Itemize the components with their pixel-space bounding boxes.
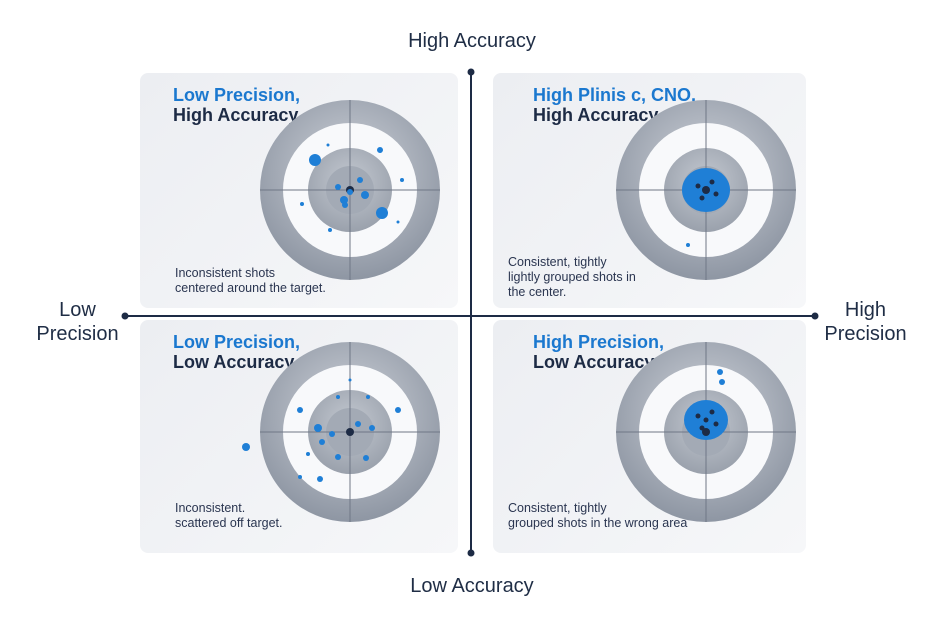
shot-mark [329,431,335,437]
shot-hole [695,183,701,189]
shot-mark [355,421,361,427]
axis-end-dot [121,312,129,320]
shot-mark [317,476,323,482]
shot-hole [709,409,715,415]
axis-end-dot [467,68,475,76]
quadrant-title-line1: High Plinis c, CNO, [533,85,697,105]
quadrant-title-line1: Low Precision, [173,85,301,105]
shot-mark [400,178,404,182]
axis-label-right: High Precision [824,299,907,345]
shot-mark [335,454,341,460]
shot-mark [298,475,302,479]
shot-hole [713,191,719,197]
axis-label-left: Low Precision [36,299,119,345]
shot-hole [699,195,705,201]
shot-mark [357,177,363,183]
quadrant-title-line2: High Accuracy [173,105,299,125]
shot-mark [335,184,341,190]
bullseye-center-dot [702,186,710,194]
quadrant-description: Consistent, tightly lightly grouped shot… [508,255,636,299]
quadrant-description: Inconsistent shots centered around the t… [175,266,326,295]
shot-mark [717,369,723,375]
shot-hole [713,421,719,427]
axis-label-bottom: Low Accuracy [410,575,534,597]
quadrant-title-line2: Low Accuracy [533,352,655,372]
shot-mark [366,395,370,399]
shot-mark [361,191,369,199]
shot-hole [709,179,715,185]
quadrant-title-line2: Low Accuracy [173,352,295,372]
shot-mark [300,202,304,206]
shot-mark [396,220,400,224]
quadrant-title-line1: High Precision, [533,332,665,352]
shot-mark [395,407,401,413]
shot-mark [363,455,369,461]
shot-mark [347,189,353,195]
shot-hole [695,413,701,419]
shot-mark [369,425,375,431]
axis-end-dot [811,312,819,320]
shot-mark [297,407,303,413]
axis-label-top: High Accuracy [408,30,536,52]
shot-mark [377,147,383,153]
shot-mark [348,378,352,382]
bullseye-center-dot [702,428,710,436]
shot-mark [306,452,310,456]
shot-mark [342,202,348,208]
quadrant-title-line1: Low Precision, [173,332,301,352]
shot-mark [328,228,332,232]
shot-mark [242,443,250,451]
shot-mark [376,207,388,219]
bullseye-center-dot [346,428,354,436]
shot-mark [309,154,321,166]
shot-mark [314,424,322,432]
shot-mark [340,196,348,204]
shot-mark [719,379,725,385]
axis-end-dot [467,549,475,557]
shot-hole [703,417,709,423]
shot-mark [319,439,325,445]
quadrant-title-line2: High Accuracy [533,105,659,125]
quadrant-description: Consistent, tightly grouped shots in the… [508,501,688,530]
quadrant-description: Inconsistent. scattered off target. [175,501,283,530]
shot-mark [686,243,690,247]
shot-mark [326,143,330,147]
shot-mark [336,395,340,399]
